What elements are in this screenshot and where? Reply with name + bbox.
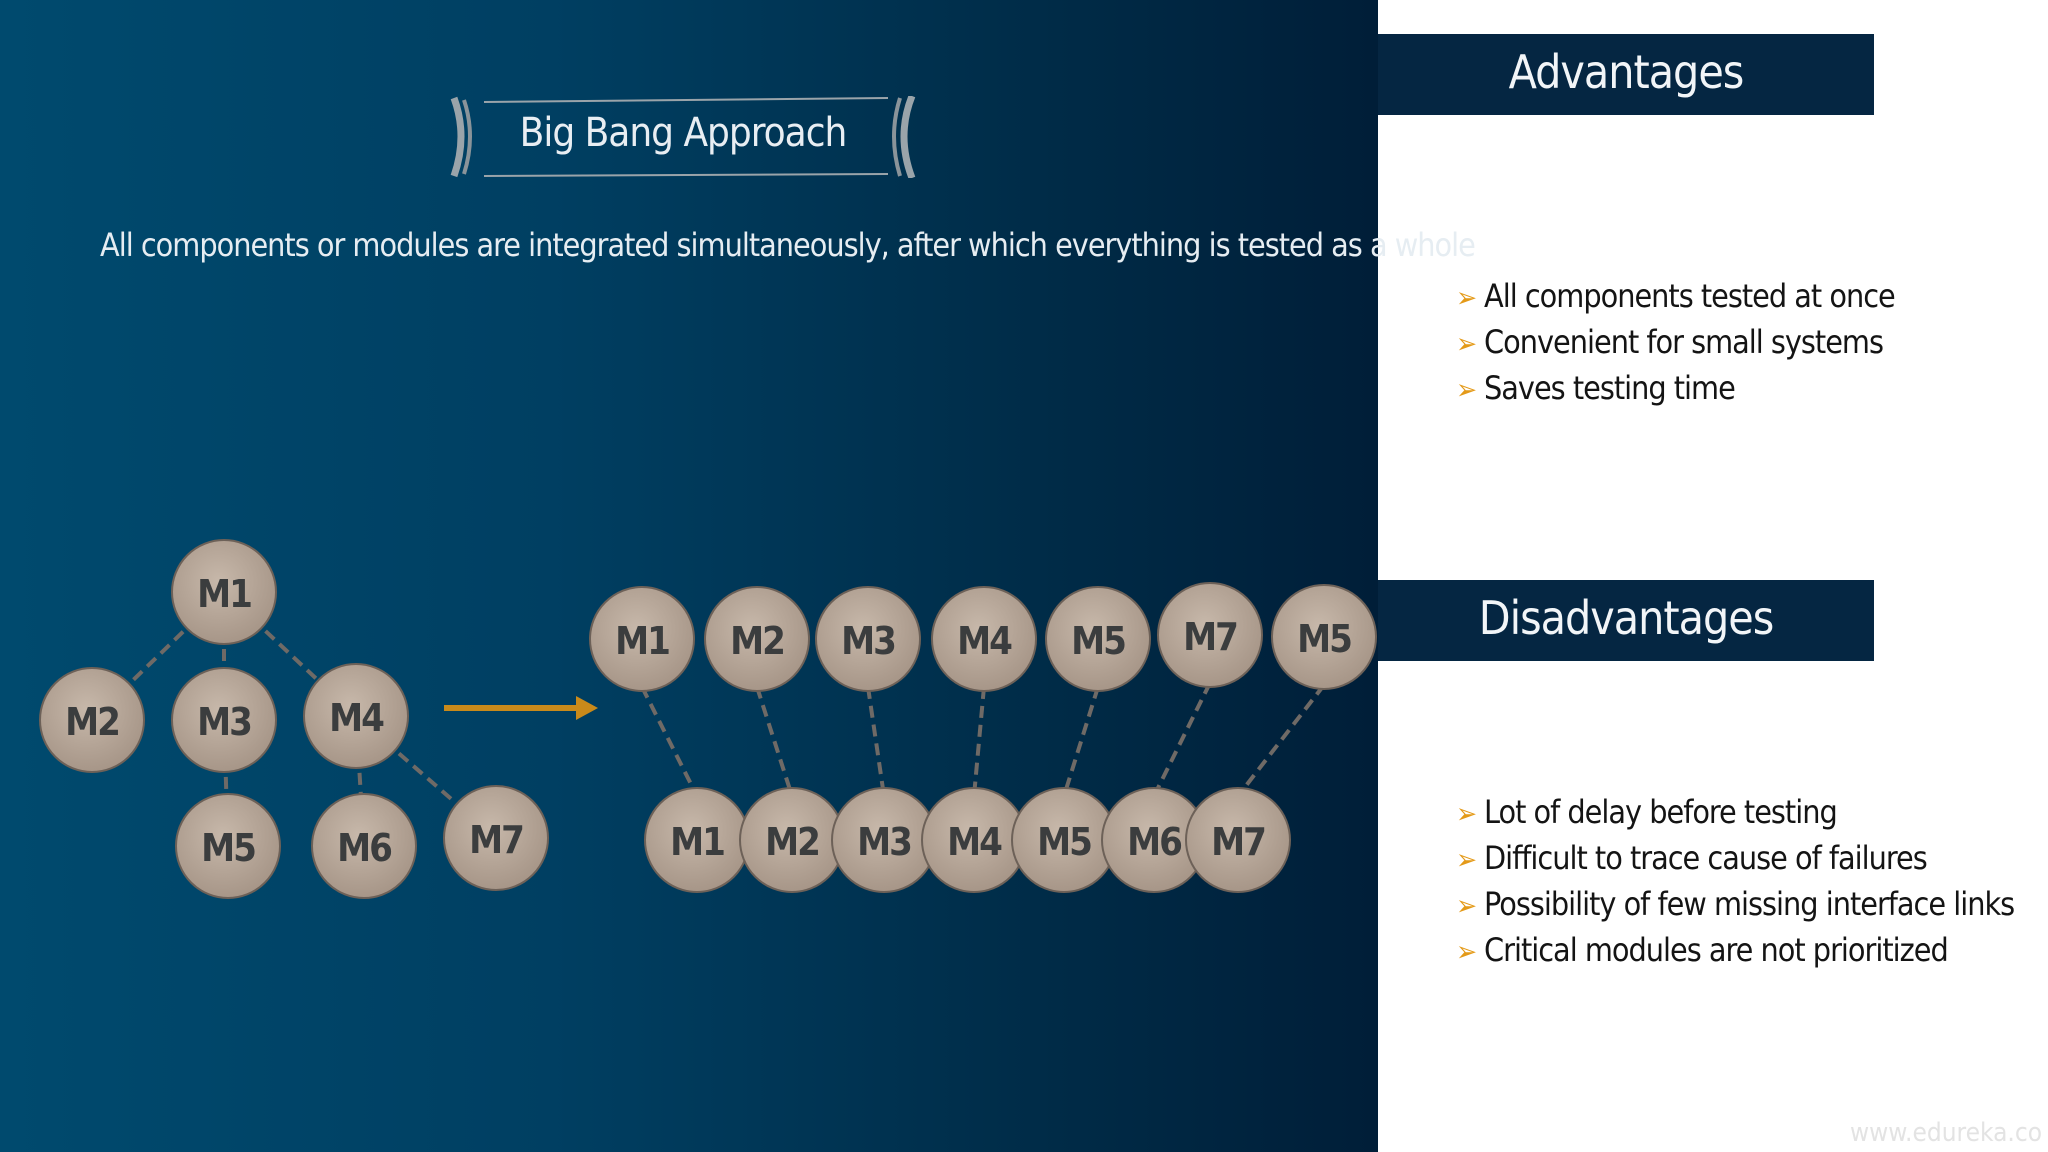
bottom-row-node: M4 xyxy=(921,787,1027,893)
module-label: M5 xyxy=(1297,617,1351,661)
arrow-bullet-icon: ➢ xyxy=(1456,843,1477,876)
banner-frame-icon xyxy=(450,96,916,178)
module-circle xyxy=(175,793,281,899)
integration-edge xyxy=(755,686,794,797)
watermark: www.edureka.co xyxy=(1850,1118,2042,1148)
module-label: M5 xyxy=(1037,820,1091,864)
list-item: ➢Possibility of few missing interface li… xyxy=(1456,881,2015,927)
module-label: M5 xyxy=(1071,619,1125,663)
disadvantages-list: ➢Lot of delay before testing ➢Difficult … xyxy=(1456,789,2015,973)
module-label: M3 xyxy=(841,619,895,663)
module-label: M7 xyxy=(469,818,523,862)
bottom-row-node: M1 xyxy=(644,787,750,893)
bottom-row-node: M3 xyxy=(831,787,937,893)
module-label: M3 xyxy=(857,820,911,864)
arrow-bullet-icon: ➢ xyxy=(1456,889,1477,922)
module-circle xyxy=(704,586,810,692)
module-circle xyxy=(39,667,145,773)
disadvantages-heading: Disadvantages xyxy=(1378,580,1874,661)
bottom-row-node: M2 xyxy=(739,787,845,893)
module-circle xyxy=(931,586,1037,692)
module-circle xyxy=(171,667,277,773)
top-row-node: M2 xyxy=(704,586,810,692)
integration-edge xyxy=(640,686,699,797)
integration-edge xyxy=(1236,683,1326,798)
title-banner: Big Bang Approach xyxy=(448,96,918,178)
module-label: M6 xyxy=(337,826,391,870)
list-item: ➢Saves testing time xyxy=(1456,365,1895,411)
tree-node: M4 xyxy=(303,663,409,769)
tree-node: M5 xyxy=(175,793,281,899)
bottom-row-node: M6 xyxy=(1101,787,1207,893)
bottom-row-node: M7 xyxy=(1185,787,1291,893)
module-circle xyxy=(311,793,417,899)
arrow-bullet-icon: ➢ xyxy=(1456,935,1477,968)
module-label: M1 xyxy=(615,619,669,663)
module-circle xyxy=(1271,584,1377,690)
module-label: M4 xyxy=(957,619,1012,663)
tree-node: M6 xyxy=(311,793,417,899)
arrow-right-icon xyxy=(444,696,598,720)
tree-node: M3 xyxy=(171,667,277,773)
tree-node: M2 xyxy=(39,667,145,773)
top-row-node: M7 xyxy=(1157,582,1263,688)
tree-node: M1 xyxy=(171,539,277,645)
integration-edge xyxy=(1062,686,1100,797)
tree-node: M7 xyxy=(443,785,549,891)
top-row-node: M5 xyxy=(1271,584,1377,690)
module-circle xyxy=(1185,787,1291,893)
list-item: ➢Lot of delay before testing xyxy=(1456,789,2014,835)
list-item: ➢Convenient for small systems xyxy=(1456,319,1895,365)
module-circle xyxy=(1157,582,1263,688)
module-label: M5 xyxy=(201,826,255,870)
module-circle xyxy=(815,586,921,692)
pros-cons-panel xyxy=(1378,0,2048,1152)
module-circle xyxy=(443,785,549,891)
module-label: M2 xyxy=(730,619,784,663)
module-circle xyxy=(589,586,695,692)
top-row-node: M3 xyxy=(815,586,921,692)
advantages-heading: Advantages xyxy=(1378,34,1874,115)
bottom-row-node: M5 xyxy=(1011,787,1117,893)
arrow-bullet-icon: ➢ xyxy=(1456,327,1477,360)
module-label: M2 xyxy=(65,700,119,744)
module-circle xyxy=(171,539,277,645)
module-circle xyxy=(303,663,409,769)
arrow-bullet-icon: ➢ xyxy=(1456,281,1477,314)
top-row-node: M4 xyxy=(931,586,1037,692)
module-label: M1 xyxy=(197,572,251,616)
top-row-node: M5 xyxy=(1045,586,1151,692)
integration-edge xyxy=(866,686,886,797)
list-item: ➢Difficult to trace cause of failures xyxy=(1456,835,2014,881)
arrow-bullet-icon: ➢ xyxy=(1456,373,1477,406)
module-label: M2 xyxy=(765,820,819,864)
module-label: M7 xyxy=(1211,820,1265,864)
advantages-list: ➢All components tested at once ➢Convenie… xyxy=(1456,273,1896,411)
list-item: ➢All components tested at once xyxy=(1456,273,1896,319)
module-label: M7 xyxy=(1183,615,1237,659)
page-title: Big Bang Approach xyxy=(519,110,848,156)
integration-edge xyxy=(972,686,986,797)
module-label: M6 xyxy=(1127,820,1181,864)
integration-edge xyxy=(1152,682,1212,797)
list-item: ➢Critical modules are not prioritized xyxy=(1456,927,2014,973)
module-label: M3 xyxy=(197,700,251,744)
module-label: M4 xyxy=(947,820,1002,864)
module-circle xyxy=(1045,586,1151,692)
arrow-bullet-icon: ➢ xyxy=(1456,797,1477,830)
module-label: M1 xyxy=(670,820,724,864)
description-text: All components or modules are integrated… xyxy=(100,226,1476,264)
top-row-node: M1 xyxy=(589,586,695,692)
module-label: M4 xyxy=(329,696,384,740)
